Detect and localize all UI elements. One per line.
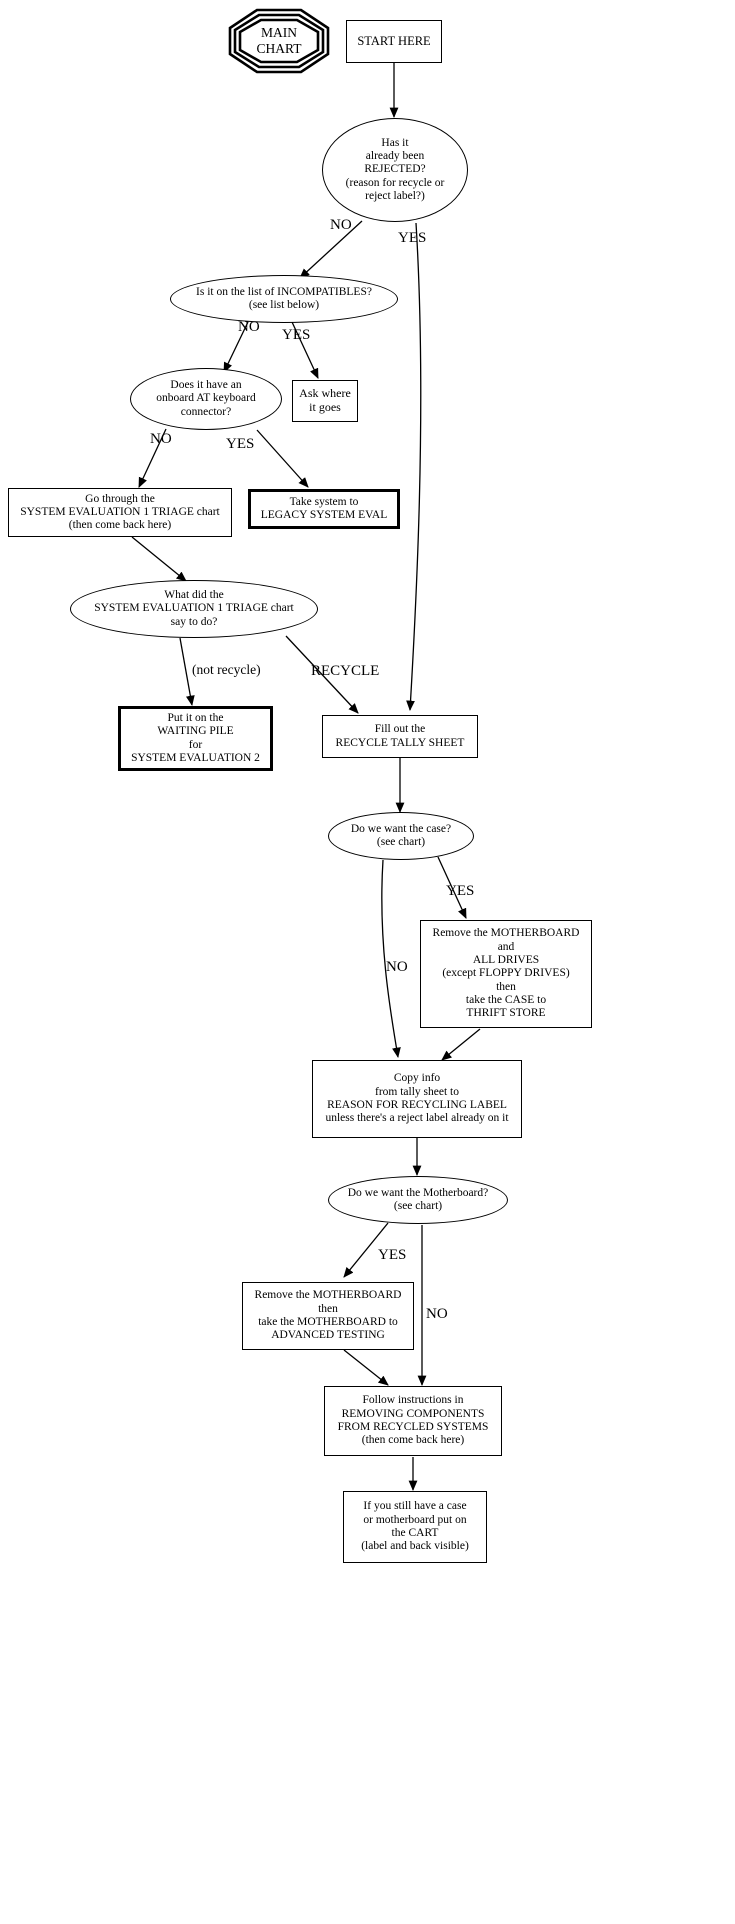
node-legacy-system-eval-label: Take system to LEGACY SYSTEM EVAL [260, 495, 388, 521]
edge-label-mb-no: NO [426, 1306, 448, 1322]
node-fill-recycle-tally[interactable]: Fill out the RECYCLE TALLY SHEET [322, 715, 478, 758]
node-start-here-label: START HERE [357, 34, 431, 49]
node-ask-where-it-goes[interactable]: Ask where it goes [292, 380, 358, 422]
node-question-incompatibles-label: Is it on the list of INCOMPATIBLES? (see… [196, 285, 372, 311]
edge-label-incompat-no: NO [238, 319, 260, 335]
node-question-incompatibles[interactable]: Is it on the list of INCOMPATIBLES? (see… [170, 275, 398, 323]
node-waiting-pile[interactable]: Put it on the WAITING PILE for SYSTEM EV… [118, 706, 273, 771]
node-remove-mb-advanced-testing-label: Remove the MOTHERBOARD then take the MOT… [254, 1289, 402, 1342]
main-chart-label: MAIN CHART [256, 25, 302, 56]
edge-label-case-yes: YES [446, 883, 475, 899]
node-go-through-triage-label: Go through the SYSTEM EVALUATION 1 TRIAG… [20, 492, 220, 532]
node-follow-removing-components-label: Follow instructions in REMOVING COMPONEN… [337, 1394, 489, 1447]
node-fill-recycle-tally-label: Fill out the RECYCLE TALLY SHEET [335, 723, 465, 749]
node-question-rejected[interactable]: Has it already been REJECTED? (reason fo… [322, 118, 468, 222]
edge-label-mb-yes: YES [378, 1247, 407, 1263]
node-go-through-triage[interactable]: Go through the SYSTEM EVALUATION 1 TRIAG… [8, 488, 232, 537]
node-follow-removing-components[interactable]: Follow instructions in REMOVING COMPONEN… [324, 1386, 502, 1456]
node-question-triage-result[interactable]: What did the SYSTEM EVALUATION 1 TRIAGE … [70, 580, 318, 638]
node-waiting-pile-label: Put it on the WAITING PILE for SYSTEM EV… [131, 711, 260, 764]
node-question-rejected-label: Has it already been REJECTED? (reason fo… [345, 136, 445, 202]
node-question-want-motherboard[interactable]: Do we want the Motherboard? (see chart) [328, 1176, 508, 1224]
node-copy-info-label: Copy info from tally sheet to REASON FOR… [325, 1072, 509, 1125]
node-question-at-keyboard[interactable]: Does it have an onboard AT keyboard conn… [130, 368, 282, 430]
edge-label-atkbd-no: NO [150, 431, 172, 447]
edge-label-recycle: RECYCLE [311, 663, 380, 679]
node-remove-mb-and-drives-label: Remove the MOTHERBOARD and ALL DRIVES (e… [432, 927, 580, 1020]
node-start-here[interactable]: START HERE [346, 20, 442, 63]
node-ask-where-it-goes-label: Ask where it goes [299, 386, 351, 414]
edge-label-rejected-yes: YES [398, 230, 427, 246]
node-question-want-case-label: Do we want the case? (see chart) [350, 822, 452, 848]
edge-label-case-no: NO [386, 959, 408, 975]
main-chart-badge: MAIN CHART [228, 8, 330, 74]
node-question-want-case[interactable]: Do we want the case? (see chart) [328, 812, 474, 860]
node-question-at-keyboard-label: Does it have an onboard AT keyboard conn… [156, 379, 256, 418]
triple-octagon-icon [228, 8, 330, 74]
node-question-want-motherboard-label: Do we want the Motherboard? (see chart) [347, 1186, 489, 1212]
node-remove-mb-advanced-testing[interactable]: Remove the MOTHERBOARD then take the MOT… [242, 1282, 414, 1350]
node-question-triage-result-label: What did the SYSTEM EVALUATION 1 TRIAGE … [94, 589, 294, 628]
edge-label-not-recycle: (not recycle) [192, 662, 261, 677]
node-copy-info[interactable]: Copy info from tally sheet to REASON FOR… [312, 1060, 522, 1138]
edge-label-incompat-yes: YES [282, 327, 311, 343]
node-put-on-cart[interactable]: If you still have a case or motherboard … [343, 1491, 487, 1563]
node-remove-mb-and-drives[interactable]: Remove the MOTHERBOARD and ALL DRIVES (e… [420, 920, 592, 1028]
edge-label-atkbd-yes: YES [226, 436, 255, 452]
node-put-on-cart-label: If you still have a case or motherboard … [361, 1500, 469, 1553]
edge-label-rejected-no: NO [330, 217, 352, 233]
node-legacy-system-eval[interactable]: Take system to LEGACY SYSTEM EVAL [248, 489, 400, 529]
